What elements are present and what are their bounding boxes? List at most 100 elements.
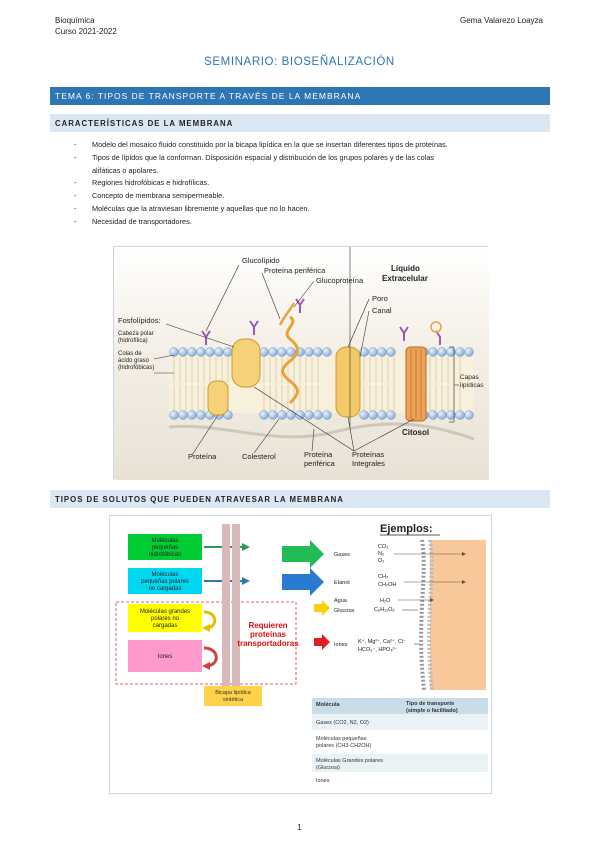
- arrow-blue-large: [282, 568, 324, 596]
- example-gases-f1: CO₂: [378, 544, 388, 550]
- table-header-tipo-2: (simple o facilitado): [406, 708, 458, 714]
- label-proteina-periferica: Proteína periférica: [264, 266, 326, 275]
- list-item: Tipos de lípidos que la conforman. Dispo…: [74, 152, 550, 165]
- pore-protein: [335, 346, 361, 418]
- table-row-bg: [312, 714, 488, 730]
- requieren-line-2: proteínas: [250, 630, 287, 639]
- example-etanol-f1: CH₃: [378, 574, 388, 580]
- list-item: Modelo del mosaico fluido constituido po…: [74, 139, 550, 152]
- box-4-line-1: Iones: [158, 654, 173, 660]
- label-canal: Canal: [372, 306, 392, 315]
- characteristics-list: Modelo del mosaico fluido constituido po…: [74, 139, 550, 229]
- label-capas: Capas: [460, 374, 480, 381]
- label-proteinas-integrales-2: Integrales: [352, 459, 385, 468]
- table-cell: Moléculas Grandes polares: [316, 758, 383, 764]
- glycoprotein-helix: [281, 315, 299, 405]
- box-1-line-2: pequeñas: [152, 545, 178, 551]
- box-1-line-1: Moléculas: [151, 538, 178, 544]
- transport-table: Molécula Tipo de transporte (simple o fa…: [312, 698, 488, 786]
- bilayer-caption-box: [204, 686, 262, 706]
- table-header-molecula: Molécula: [316, 702, 340, 708]
- example-label-gases: Gases: [334, 552, 350, 558]
- bilayer-strip-2: [232, 524, 240, 686]
- page-title: SEMINARIO: BIOSEÑALIZACIÓN: [204, 56, 395, 68]
- example-gases-f2: N₂: [378, 551, 384, 557]
- example-gases-f3: O₂: [378, 558, 384, 564]
- arrowhead: [462, 552, 466, 556]
- example-label-agua: Agua: [334, 598, 348, 604]
- label-capas-2: lipídicas: [460, 382, 484, 389]
- arrow-green-large: [282, 540, 324, 568]
- integral-protein-left: [231, 338, 261, 388]
- box-2-line-3: no cargadas: [148, 586, 181, 592]
- label-proteinas-integrales: Proteínas: [352, 450, 384, 459]
- header-course: Curso 2021-2022: [55, 27, 117, 36]
- header-author: Gema Valarezo Loayza: [459, 16, 543, 25]
- requieren-line-3: transportadoras: [237, 639, 299, 648]
- box-ions: [128, 640, 202, 672]
- peripheral-protein-top: [278, 302, 296, 326]
- crossing-arrows: [394, 553, 462, 645]
- example-etanol-f2: CH₂OH: [378, 582, 396, 588]
- label-proteina: Proteína: [188, 452, 217, 461]
- solutes-figure: Moléculas pequeñas hidrofóbicas Molécula…: [109, 515, 492, 794]
- table-cell: Iones: [316, 778, 330, 784]
- carbohydrate-chains: [201, 298, 441, 345]
- box-3-line-3: cargadas: [153, 623, 178, 629]
- membrane-figure: Glucolípido Proteína periférica Glucopro…: [113, 246, 489, 480]
- box-large-polar: [128, 604, 202, 632]
- membrane-diagram: Glucolípido Proteína periférica Glucopro…: [114, 247, 489, 480]
- bilayer-caption-1: Bicapa lipídica: [215, 690, 251, 696]
- label-colesterol: Colesterol: [242, 452, 276, 461]
- table-row-bg: [312, 730, 488, 754]
- transporter-region: [115, 601, 297, 685]
- arrowhead: [430, 598, 434, 602]
- arrow-yellow-small: [314, 600, 330, 616]
- running-header-left: Bioquímica Curso 2021-2022: [55, 15, 117, 37]
- channel-stripes: [410, 349, 422, 419]
- table-cell: polares (CH3-CH2OH): [316, 743, 371, 749]
- list-item: Necesidad de transportadores.: [74, 216, 550, 229]
- example-iones-f1: K⁺, Mg²⁺, Ca²⁺, Cl⁻: [358, 638, 406, 645]
- box-polar-small: [128, 568, 202, 594]
- label-glucoproteina: Glucoproteína: [316, 276, 364, 285]
- topic-band: TEMA 6: TIPOS DE TRANSPORTE A TRAVÉS DE …: [50, 87, 550, 105]
- box-3-line-2: polares no: [151, 616, 180, 622]
- list-item: Moléculas que la atraviesan libremente y…: [74, 203, 550, 216]
- box-3-line-1: Moléculas grandes: [140, 609, 190, 615]
- peripheral-ring: [430, 321, 442, 333]
- label-liquido: Líquido: [391, 264, 420, 273]
- label-poro: Poro: [372, 294, 388, 303]
- cytoskeleton-fiber: [168, 422, 475, 441]
- arrowhead: [462, 580, 466, 584]
- label-leader-lines: [153, 247, 459, 456]
- table-header-bg: [312, 698, 488, 714]
- example-glucosa-f1: C₆H₁₂O₆: [374, 607, 395, 613]
- membrane-curve-outer: [419, 539, 426, 691]
- label-fosfolipidos: Fosfolípidos:: [118, 316, 161, 325]
- intracellular-zone: [430, 540, 486, 690]
- label-colas: Colas de: [118, 351, 142, 357]
- label-cabeza: Cabeza polar: [118, 331, 154, 337]
- section-heading-solutes: TIPOS DE SOLUTOS QUE PUEDEN ATRAVESAR LA…: [50, 490, 550, 508]
- list-item: Regiones hidrofóbicas e hidrofílicas.: [74, 177, 550, 190]
- section-heading-membrane: CARACTERÍSTICAS DE LA MEMBRANA: [50, 114, 550, 132]
- list-item-text: alifáticas o apolares.: [92, 165, 159, 175]
- table-header-tipo: Tipo de transporte: [406, 701, 454, 707]
- example-label-iones: Iones: [334, 642, 348, 648]
- ejemplos-title: Ejemplos:: [380, 523, 433, 535]
- example-label-glucosa: Glucosa: [334, 608, 355, 614]
- label-glucolipido: Glucolípido: [242, 256, 280, 265]
- table-cell: (Glucosa): [316, 765, 340, 771]
- table-cell: Moléculas pequeñas: [316, 736, 367, 742]
- example-label-etanol: Etanol: [334, 580, 350, 586]
- box-2-line-1: Moléculas: [151, 572, 178, 578]
- label-citosol: Citosol: [402, 428, 429, 437]
- box-1-line-3: hidrofóbicas: [149, 552, 181, 558]
- label-proteina-periferica-bottom-2: periférica: [304, 459, 336, 468]
- table-row-bg: [312, 754, 488, 772]
- label-proteina-periferica-bottom: Proteína: [304, 450, 333, 459]
- label-colas-3: (hidrofóbicas): [118, 365, 154, 371]
- bilayer-caption-2: sintética: [223, 697, 244, 703]
- label-cabeza-2: (hidrofílica): [118, 338, 148, 344]
